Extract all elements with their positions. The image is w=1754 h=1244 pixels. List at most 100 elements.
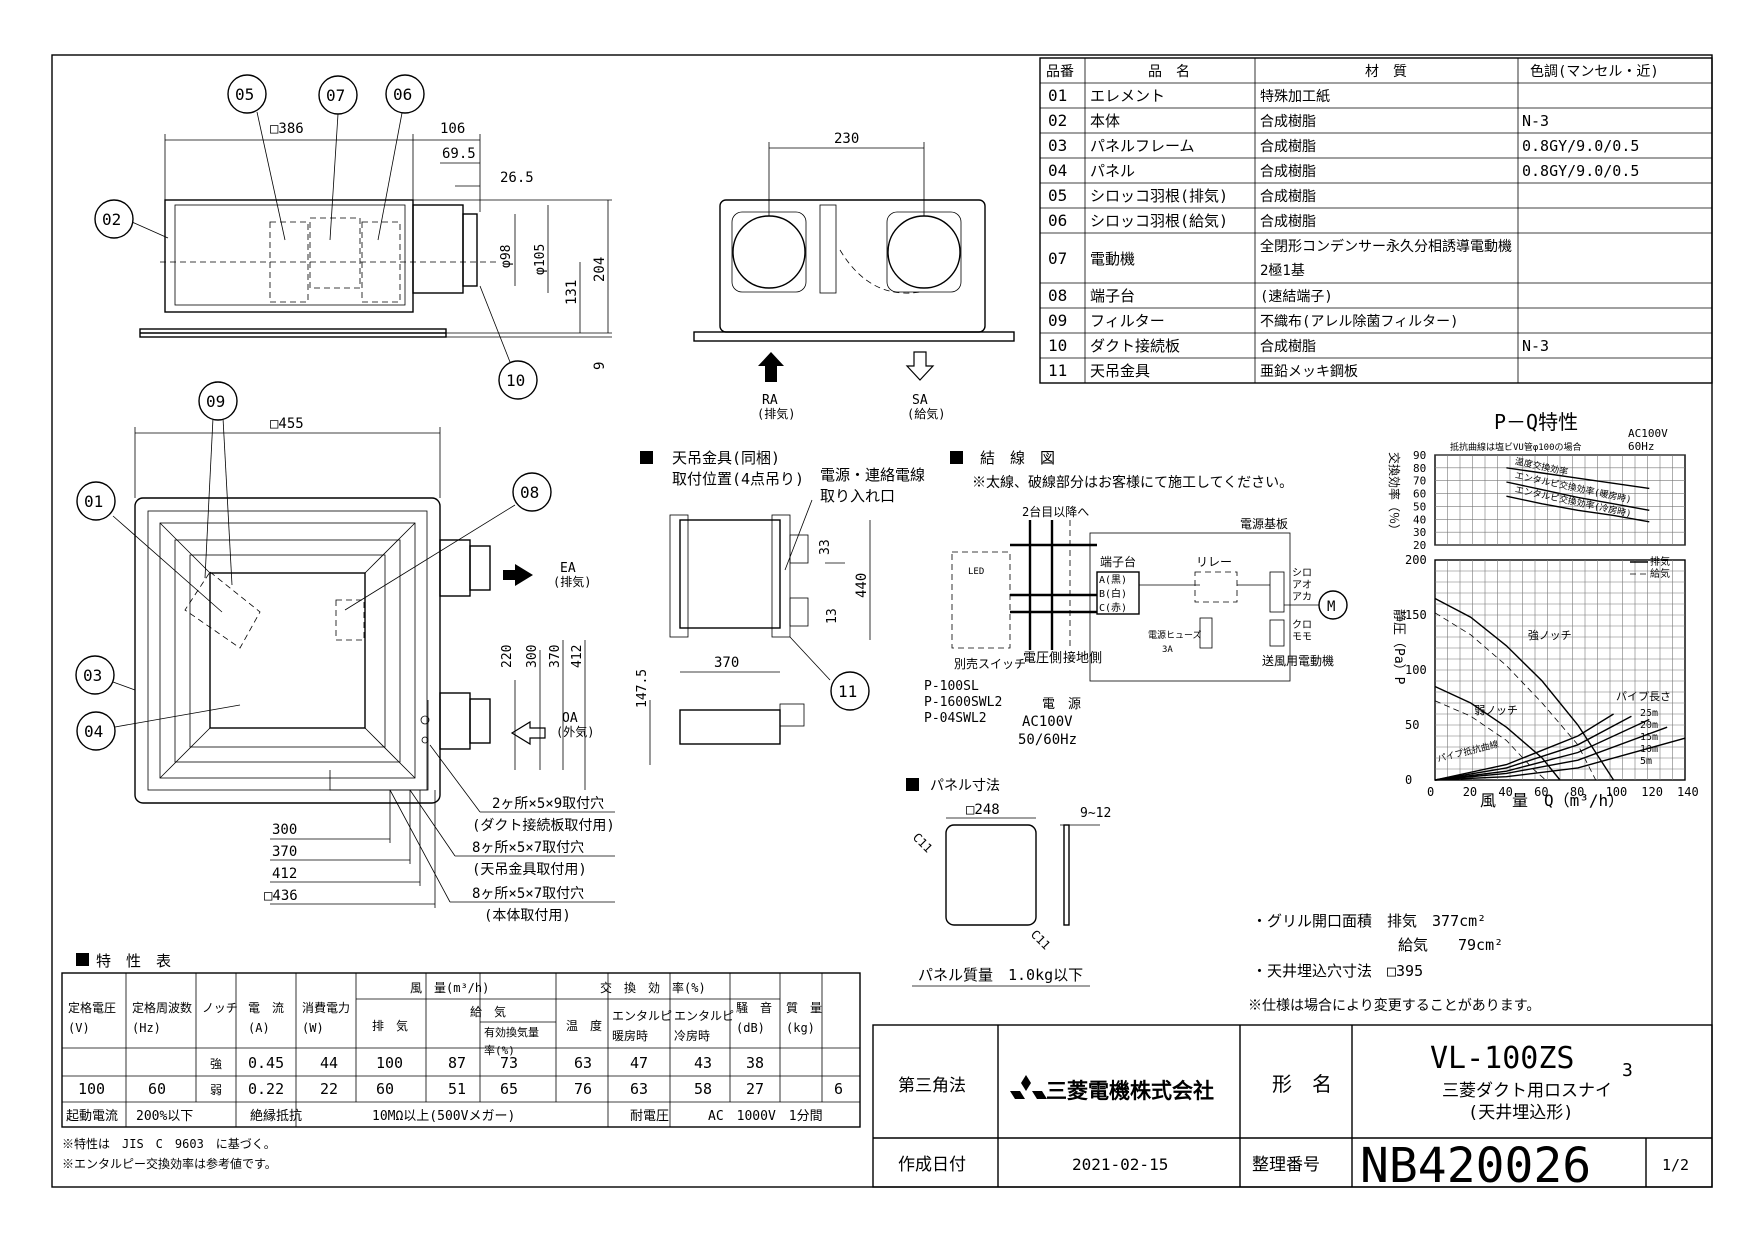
dim-26-5: 26.5 <box>500 170 534 186</box>
eff-tick: 80 <box>1413 462 1426 475</box>
pipe-curve <box>1434 713 1614 781</box>
eff-curve <box>1506 467 1650 490</box>
balloon-10 <box>498 360 538 400</box>
model-label: 形 名 <box>1272 1072 1332 1096</box>
spec-head: 給 気 <box>470 1004 506 1019</box>
spec-cell: 強 <box>210 1057 222 1071</box>
dim-220: 220 <box>500 645 515 668</box>
frame-diag <box>159 522 211 574</box>
motor-label: 送風用電動機 <box>1262 653 1334 668</box>
spec-footer: AC 1000V 1分間 <box>708 1109 823 1124</box>
part-color: 0.8GY/9.0/0.5 <box>1522 162 1639 180</box>
pipe-5: 5m <box>1640 756 1652 767</box>
spec-head: 騒 音 <box>736 1000 772 1015</box>
leader <box>114 704 241 728</box>
x-tick: 140 <box>1677 785 1699 799</box>
spec-freq: 60 <box>148 1080 166 1098</box>
unit-body-front <box>719 199 986 333</box>
pipe-curve <box>1434 737 1686 781</box>
fuse-value: 3A <box>1162 645 1173 655</box>
part-name: 電動機 <box>1090 250 1135 268</box>
eff-tick: 40 <box>1413 513 1426 526</box>
part-no: 02 <box>1048 111 1067 130</box>
spec-footer: 200%以下 <box>136 1109 193 1124</box>
power-freq: 50/60Hz <box>1018 732 1077 748</box>
spec-change-note: ※仕様は場合により変更することがあります。 <box>1248 997 1540 1014</box>
duct-collar <box>412 204 464 294</box>
spec-footer: 絶縁抵抗 <box>250 1108 302 1124</box>
part-name: 天吊金具 <box>1090 362 1150 380</box>
mount-hole <box>421 736 429 744</box>
misc-notes: ・グリル開口面積 排気 377cm² 給気 79cm² ・天井埋込穴寸法 □39… <box>1248 912 1540 1014</box>
part-color: N-3 <box>1522 112 1549 130</box>
switch-model-3: P-04SWL2 <box>924 711 987 726</box>
part-name: 端子台 <box>1090 287 1135 305</box>
dim-phi98: φ98 <box>499 245 514 268</box>
sheet-border <box>51 54 1713 1188</box>
corner-c11-b: C11 <box>1028 927 1053 952</box>
pipe-10: 10m <box>1640 744 1658 755</box>
y-tick: 0 <box>1405 773 1412 787</box>
switch-box <box>951 551 1011 649</box>
title-block: 第三角法 三菱電機株式会社 形 名 VL-100ZS 3 三菱ダクト用ロスナイ … <box>872 1024 1713 1194</box>
spec-head: (A) <box>248 1021 270 1035</box>
pipe-curve <box>1434 726 1668 781</box>
parts-header: 品番 <box>1046 64 1074 80</box>
spec-head: 有効換気量 <box>484 1025 539 1039</box>
board-label: 電源基板 <box>1240 517 1288 531</box>
oa-label: OA <box>562 711 578 726</box>
balloon-01-text: 01 <box>84 492 103 511</box>
chart-power: AC100V <box>1628 427 1668 440</box>
mitsubishi-logo-icon <box>1010 1075 1047 1099</box>
power-voltage: AC100V <box>1022 714 1073 730</box>
eff-curve <box>1506 481 1650 511</box>
spec-head: エンタルピ <box>612 1009 672 1023</box>
terminal-title: 端子台 <box>1100 554 1136 569</box>
spec-cell: 60 <box>376 1080 394 1098</box>
note-hole-3-sub: (本体取付用) <box>484 908 571 924</box>
element-hidden <box>184 571 261 649</box>
spec-cell: 44 <box>320 1054 338 1072</box>
model-number: VL-100ZS <box>1430 1041 1575 1076</box>
spec-head: 質 量 <box>786 1000 822 1015</box>
spec-footer: 耐電圧 <box>630 1109 669 1124</box>
note-hole-1: 2ヶ所×5×9取付穴 <box>492 796 604 812</box>
note-hole-2: 8ヶ所×5×7取付穴 <box>472 840 584 856</box>
dim-b-300: 300 <box>272 822 297 838</box>
dim-440: 440 <box>854 573 870 598</box>
eff-tick: 90 <box>1413 449 1426 462</box>
page-number: 1/2 <box>1662 1156 1689 1174</box>
oa-sub: (外気) <box>556 724 594 739</box>
spec-head: 排 気 <box>372 1018 408 1033</box>
bullet-square-icon <box>76 953 89 966</box>
part-material: 不織布(アレル除菌フィルター) <box>1260 314 1459 330</box>
x-axis-label: 風 量 Q（m³/h） <box>1480 791 1624 810</box>
parts-header: 材 質 <box>1365 64 1407 80</box>
leader <box>131 221 169 239</box>
leader <box>344 504 516 611</box>
mount-hole <box>420 715 430 725</box>
grille-area-exhaust: ・グリル開口面積 排気 377cm² <box>1252 912 1486 930</box>
side-view: □386 106 69.5 26.5 φ98 φ105 131 204 9 05… <box>94 74 612 400</box>
title-block-border <box>872 1024 1713 1188</box>
spec-cell: 47 <box>630 1054 648 1072</box>
part-name: 本体 <box>1090 112 1120 130</box>
spec-cell: 63 <box>630 1080 648 1098</box>
spec-head: 風 量(m³/h) <box>410 981 489 995</box>
sa-label: SA <box>912 393 928 408</box>
pipe-curve <box>1434 715 1632 781</box>
leader <box>377 112 403 241</box>
part-no: 04 <box>1048 161 1067 180</box>
ra-label: RA <box>762 393 778 408</box>
balloon-08-text: 08 <box>520 483 539 502</box>
x-tick: 0 <box>1427 785 1434 799</box>
bracket-port <box>789 597 809 627</box>
exhaust-port-frame <box>731 211 807 293</box>
spec-head: (kg) <box>786 1021 815 1035</box>
spec-cell: 27 <box>746 1080 764 1098</box>
pipe-20: 20m <box>1640 720 1658 731</box>
supply-port-frame <box>886 211 962 293</box>
dim-204: 204 <box>592 257 608 282</box>
bracket-body <box>679 519 781 629</box>
